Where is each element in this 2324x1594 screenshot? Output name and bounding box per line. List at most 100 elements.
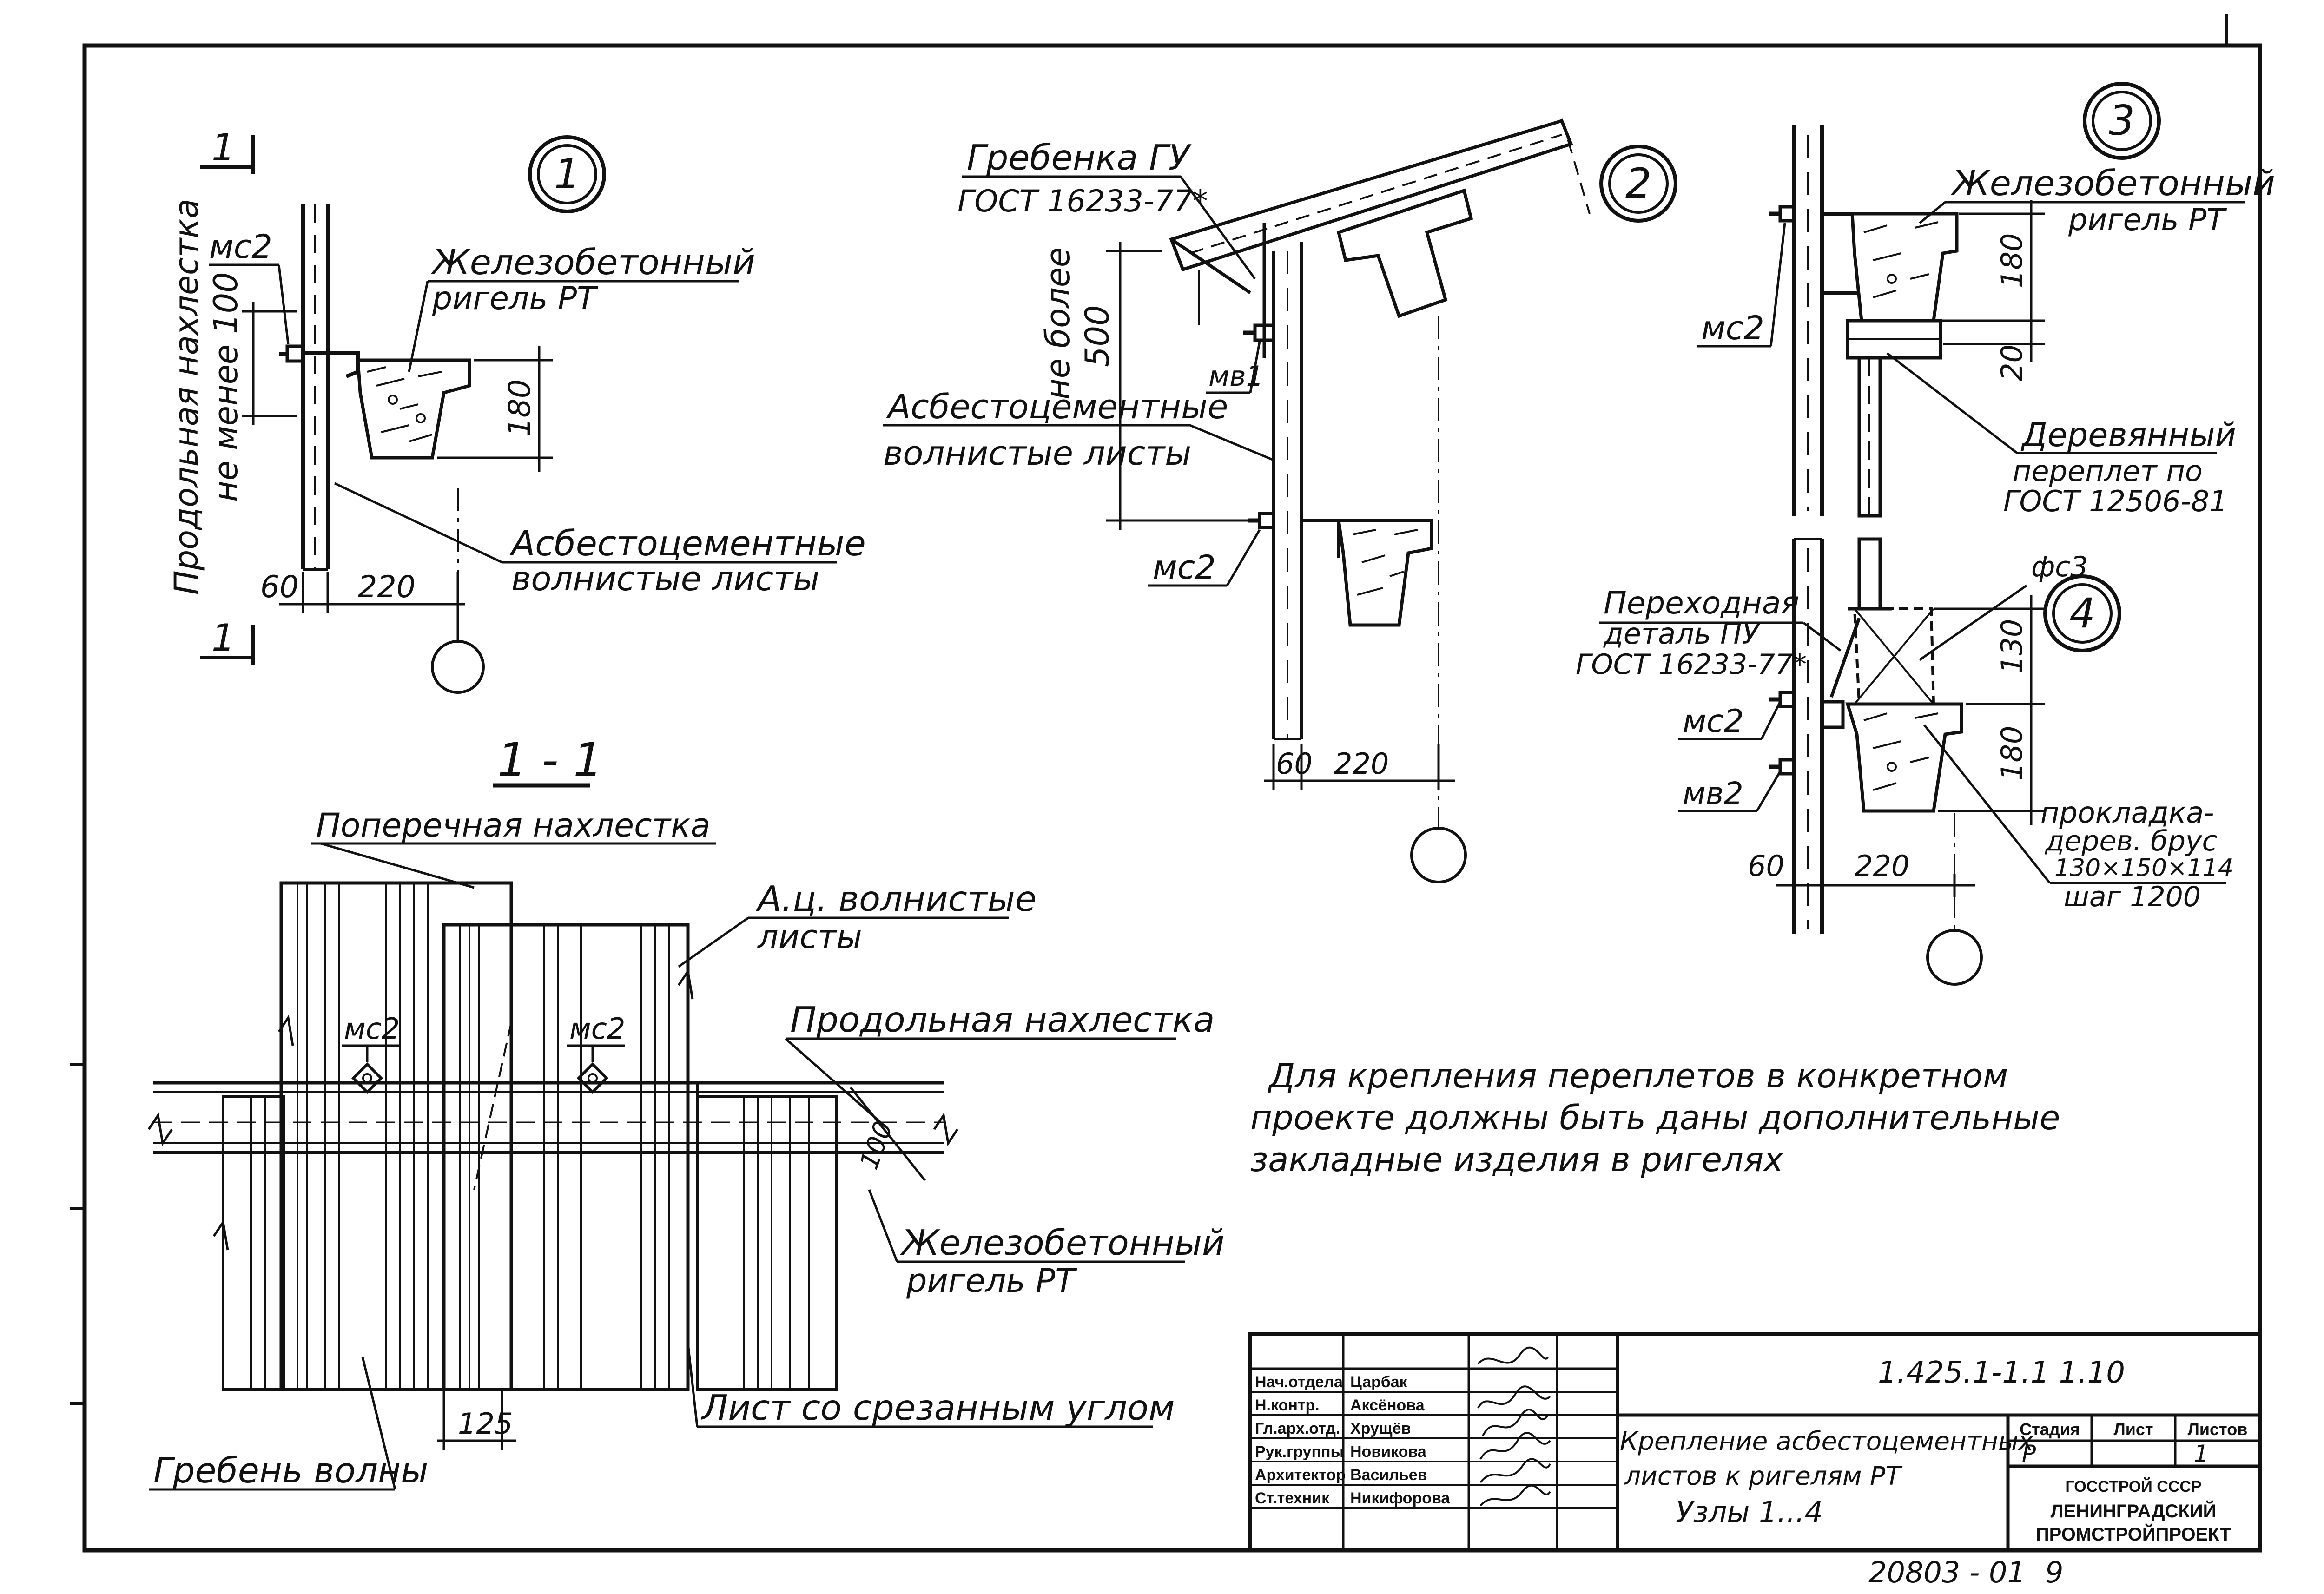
- detail-1-number: 1: [554, 150, 580, 198]
- d3-frame-label-2: переплет по: [2013, 454, 2203, 488]
- role-5: Ст.техник: [1255, 1489, 1330, 1507]
- d1-dim-180: 180: [502, 379, 537, 437]
- d4-pad-label-3: 130×150×114: [2054, 854, 2233, 882]
- d1-overlap-label-2: не менее 100: [207, 272, 245, 502]
- d4-mv2-label: мв2: [1683, 776, 1743, 811]
- d4-pad-label-2: дерев. брус: [2045, 825, 2218, 857]
- section-mc2-a: мс2: [344, 1012, 400, 1046]
- name-4: Васильев: [1350, 1466, 1427, 1484]
- section-mark-top: 1: [211, 126, 235, 169]
- note: Для крепления переплетов в конкретном пр…: [1250, 1056, 2060, 1179]
- sheets-header: Листов: [2188, 1420, 2248, 1439]
- d2-dim-60: 60: [1276, 747, 1313, 781]
- signature-4: [1479, 1458, 1551, 1483]
- title-line-1: Крепление асбестоцементных: [1620, 1426, 2034, 1456]
- d4-pad-label-1: прокладка-: [2040, 796, 2214, 830]
- d4-mc2-label: мс2: [1683, 703, 1744, 740]
- section-1-1: 1 - 1 Поперечная нахлестка: [147, 733, 1225, 1491]
- role-0: Нач.отдела: [1255, 1373, 1343, 1391]
- sheet-frame: [82, 43, 2262, 1553]
- long-overlap-label: Продольная нахлестка: [790, 999, 1215, 1040]
- note-line-1: Для крепления переплетов в конкретном: [1268, 1056, 2008, 1095]
- archive-number: 20803 - 01: [1868, 1555, 2026, 1589]
- section-dim-125: 125: [458, 1407, 513, 1441]
- note-line-3: закладные изделия в ригелях: [1250, 1140, 1784, 1179]
- section-beam-label-1: Железобетонный: [900, 1222, 1225, 1263]
- ac-sheets-label-1: А.ц. волнистые: [756, 878, 1037, 919]
- cut-sheet-label: Лист со срезанным углом: [700, 1387, 1175, 1428]
- d1-beam-label-1: Железобетонный: [430, 242, 755, 283]
- stage-value: Р: [2022, 1440, 2036, 1467]
- d2-dim-220: 220: [1334, 747, 1389, 781]
- name-1: Аксёнова: [1350, 1396, 1425, 1414]
- name-2: Хрущёв: [1350, 1420, 1411, 1437]
- d2-sheets-label-1: Асбестоцементные: [886, 387, 1228, 426]
- d1-dim-60: 60: [260, 570, 299, 605]
- d3-beam-label-2: ригель РТ: [2068, 203, 2227, 237]
- name-0: Царбак: [1350, 1373, 1408, 1391]
- sheet-header: Лист: [2113, 1420, 2153, 1439]
- d1-sheets-label-1: Асбестоцементные: [509, 523, 866, 564]
- signature-0: [1477, 1346, 1549, 1365]
- title-block: Нач.отдела Н.контр. Гл.арх.отд. Рук.груп…: [1248, 1332, 2262, 1552]
- d2-mc2-label: мс2: [1153, 548, 1216, 586]
- signature-3: [1479, 1432, 1551, 1460]
- detail-2-number: 2: [1625, 159, 1651, 207]
- d4-trans-label-1: Переходная: [1604, 585, 1799, 621]
- d1-overlap-label-1: Продольная нахлестка: [167, 199, 205, 595]
- d2-ridge-label-2: ГОСТ 16233-77*: [957, 184, 1208, 219]
- cross-overlap-label: Поперечная нахлестка: [316, 806, 711, 844]
- signature-1: [1477, 1385, 1551, 1409]
- wave-ridge-label: Гребень волны: [153, 1450, 428, 1491]
- role-2: Гл.арх.отд.: [1255, 1420, 1340, 1437]
- d4-dim-130: 130: [1995, 619, 2029, 674]
- d3-frame-label-3: ГОСТ 12506-81: [2003, 484, 2228, 518]
- d1-dim-220: 220: [358, 570, 416, 605]
- ac-sheets-label-2: листы: [757, 918, 862, 956]
- page-number: 9: [2045, 1555, 2063, 1589]
- d4-trans-label-3: ГОСТ 16233-77*: [1576, 648, 1807, 681]
- name-3: Новикова: [1350, 1443, 1427, 1461]
- d3-beam-label-1: Железобетонный: [1950, 163, 2275, 204]
- section-dim-100: 100: [854, 1117, 898, 1173]
- d4-fc3-label: фс3: [2031, 551, 2088, 583]
- d3-dim-20: 20: [1995, 344, 2029, 381]
- signature-5: [1479, 1484, 1551, 1507]
- section-mc2-b: мс2: [569, 1012, 625, 1046]
- d2-max-label-2: 500: [1078, 305, 1116, 367]
- role-3: Рук.группы: [1255, 1443, 1344, 1461]
- note-line-2: проекте должны быть даны дополнительные: [1250, 1098, 2060, 1137]
- name-5: Никифорова: [1350, 1489, 1450, 1507]
- d3-mc2-label: мс2: [1701, 309, 1764, 347]
- signature-2: [1482, 1409, 1549, 1436]
- title-line-3: Узлы 1...4: [1676, 1495, 1823, 1529]
- d4-dim-220: 220: [1855, 849, 1909, 883]
- role-4: Архитектор: [1255, 1466, 1346, 1484]
- d2-ridge-label-1: Гребенка ГУ: [967, 137, 1192, 178]
- role-1: Н.контр.: [1255, 1396, 1320, 1414]
- d1-sheets-label-2: волнистые листы: [511, 559, 819, 598]
- d4-pad-label-4: шаг 1200: [2064, 881, 2201, 913]
- detail-4-number: 4: [2069, 589, 2095, 637]
- d2-sheets-label-2: волнистые листы: [883, 434, 1191, 473]
- title-line-2: листов к ригелям РТ: [1624, 1461, 1903, 1491]
- d3-dim-180: 180: [1995, 233, 2029, 288]
- sheet-value: 1: [2194, 1440, 2209, 1467]
- d4-dim-60: 60: [1748, 849, 1784, 883]
- detail-3-number: 3: [2109, 97, 2135, 145]
- org-line-1: ГОССТРОЙ СССР: [2065, 1477, 2201, 1495]
- detail-3: 3 Железобетонный ригель РТ 180 20 мс2: [1697, 82, 2275, 518]
- d2-max-label-1: не более: [1039, 247, 1077, 400]
- d3-frame-label-1: Деревянный: [2020, 416, 2236, 454]
- section-mark-bottom: 1: [211, 616, 235, 659]
- detail-4: 4 фс3 Переходная деталь ПУ ГОСТ 16233-77…: [1576, 537, 2233, 986]
- doc-code: 1.425.1-1.1 1.10: [1878, 1356, 2125, 1390]
- section-beam-label-2: ригель РТ: [906, 1262, 1077, 1300]
- org-line-2: ЛЕНИНГРАДСКИЙ: [2051, 1500, 2217, 1522]
- d4-dim-180: 180: [1995, 726, 2029, 781]
- detail-2: 2 Гребенка ГУ ГОСТ 16233-77* не более 50…: [883, 118, 1677, 883]
- d1-mc2-label: мс2: [209, 228, 272, 266]
- d1-beam-label-2: ригель РТ: [432, 280, 598, 317]
- stage-header: Стадия: [2020, 1420, 2080, 1439]
